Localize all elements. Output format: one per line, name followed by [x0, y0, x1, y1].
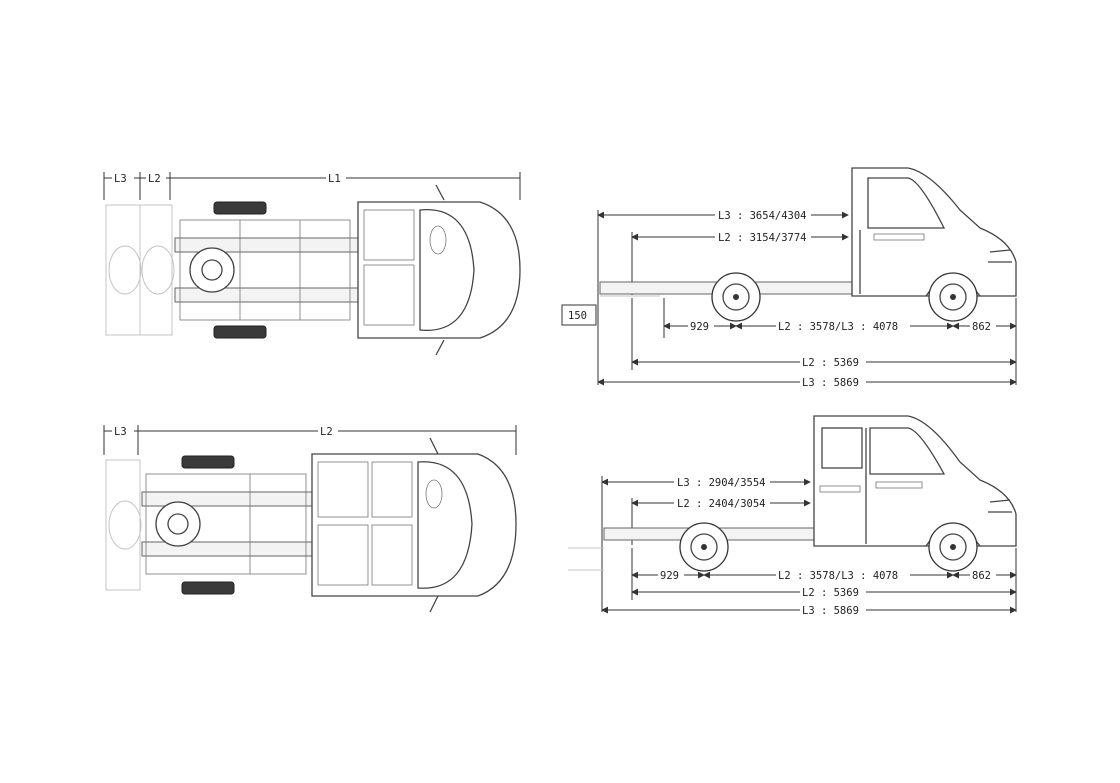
chassis-frame [141, 473, 313, 575]
deck-length-l2-dim: L2 : 2404/3054 [677, 498, 766, 510]
ghost-frame-extension [105, 204, 175, 336]
l3-label: L3 [114, 173, 127, 185]
front-wheel-icon [925, 522, 981, 572]
double-cab-top [311, 437, 517, 613]
front-overhang-dim: 862 [972, 570, 991, 582]
rear-tyre-icon [181, 581, 235, 595]
deck-length-l3-dim: L3 : 2904/3554 [677, 477, 766, 489]
deck-length-l2-dim: L2 : 3154/3774 [718, 232, 807, 244]
length-dimension-line: L3 L2 L1 [103, 171, 521, 200]
chassis-frame [174, 219, 366, 321]
l2-label: L2 [148, 173, 161, 185]
side-view-double-cab-diagram: L3 : 2904/3554 L2 : 2404/3054 [568, 415, 1017, 617]
total-length-l3-dim: L3 : 5869 [802, 377, 859, 389]
front-wheel-icon [925, 272, 981, 322]
length-dimension-line: L3 L2 [103, 424, 517, 455]
l3-label: L3 [114, 426, 127, 438]
rear-overhang-dim: 929 [690, 321, 709, 333]
rear-tyre-icon [181, 455, 235, 469]
total-length-l2-dim: L2 : 5369 [802, 357, 859, 369]
top-view-double-cab-diagram: L3 L2 [103, 424, 517, 613]
cab-side [851, 167, 1017, 297]
total-length-l2-dim: L2 : 5369 [802, 587, 859, 599]
cab-top [357, 184, 521, 356]
rear-wheel-icon [711, 272, 761, 322]
l2-label: L2 [320, 426, 333, 438]
top-view-l1-diagram: L3 L2 L1 [103, 171, 521, 356]
rear-tyre-icon [213, 201, 267, 215]
total-length-l3-dim: L3 : 5869 [802, 605, 859, 617]
l1-label: L1 [328, 173, 341, 185]
side-view-single-cab-diagram: L3 : 3654/4304 L2 : 3154/3774 [561, 167, 1017, 389]
wheelbase-dim: L2 : 3578/L3 : 4078 [778, 570, 898, 582]
rear-overhang-dim: 929 [660, 570, 679, 582]
rear-wheel-icon [679, 522, 729, 572]
deck-length-l3-dim: L3 : 3654/4304 [718, 210, 807, 222]
rear-overhang-value: 150 [568, 310, 587, 322]
ghost-frame-extension [105, 459, 142, 591]
front-overhang-dim: 862 [972, 321, 991, 333]
wheelbase-dim: L2 : 3578/L3 : 4078 [778, 321, 898, 333]
double-cab-side [813, 415, 1017, 547]
rear-overhang-box [561, 304, 597, 326]
rear-tyre-icon [213, 325, 267, 339]
